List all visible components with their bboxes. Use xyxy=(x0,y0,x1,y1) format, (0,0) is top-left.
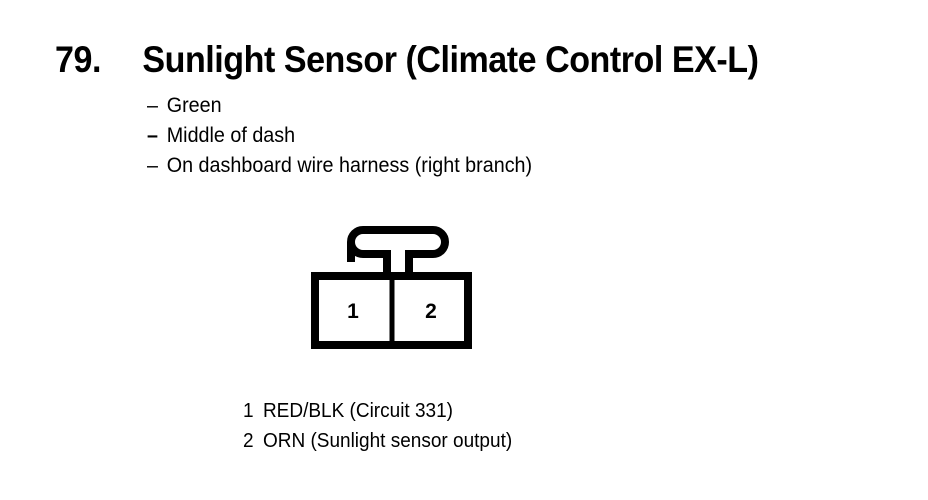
detail-list: –Green –Middle of dash –On dashboard wir… xyxy=(147,91,532,181)
connector-latch-icon xyxy=(347,226,450,280)
list-item-label: Green xyxy=(166,94,222,117)
legend-row: 1 RED/BLK (Circuit 331) xyxy=(243,396,512,426)
list-item: –Green xyxy=(147,91,532,121)
bullet-dash-icon: – xyxy=(147,94,158,117)
item-title: Sunlight Sensor (Climate Control EX-L) xyxy=(142,39,759,80)
connector-diagram: 1 2 xyxy=(305,222,485,352)
pin-legend: 1 RED/BLK (Circuit 331) 2 ORN (Sunlight se… xyxy=(243,396,512,456)
bullet-dash-icon: – xyxy=(147,154,158,177)
list-item-label: On dashboard wire harness (right branch) xyxy=(166,154,533,177)
item-number: 79. xyxy=(55,39,101,80)
cavity-number-2: 2 xyxy=(425,300,437,323)
legend-row: 2 ORN (Sunlight sensor output) xyxy=(243,426,512,456)
page-title: 79. Sunlight Sensor (Climate Control EX-L… xyxy=(55,38,759,82)
list-item: –On dashboard wire harness (right branch… xyxy=(147,151,532,181)
legend-pin-label: ORN (Sunlight sensor output) xyxy=(262,430,513,452)
legend-pin-label: RED/BLK (Circuit 331) xyxy=(262,400,454,422)
bullet-dash-icon: – xyxy=(147,124,158,147)
list-item-label: Middle of dash xyxy=(166,124,296,147)
cavity-number-1: 1 xyxy=(347,300,359,323)
legend-pin-number: 1 xyxy=(243,400,254,422)
legend-pin-number: 2 xyxy=(243,430,254,452)
list-item: –Middle of dash xyxy=(147,121,532,151)
